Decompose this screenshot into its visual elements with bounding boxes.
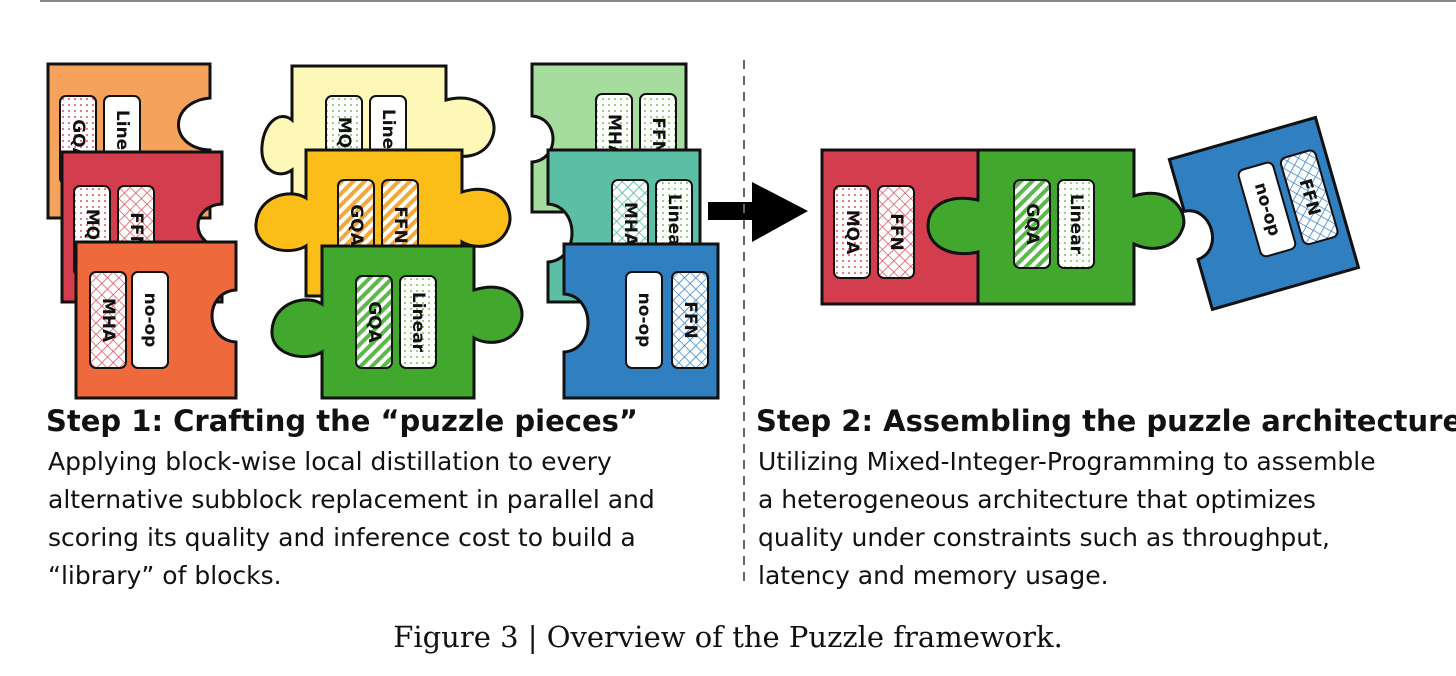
linear-subblock xyxy=(1057,179,1095,269)
assembled-green-gqa-linear: GQA Linear xyxy=(926,148,1186,306)
step2-desc-line: Utilizing Mixed-Integer-Programming to a… xyxy=(758,447,1376,476)
ffn-label: FFN xyxy=(648,117,668,154)
gqa-subblock xyxy=(1013,179,1051,269)
noop-subblock xyxy=(625,271,663,369)
ffn-label: FFN xyxy=(680,301,700,338)
top-rule xyxy=(40,0,1456,2)
gqa-subblock xyxy=(355,275,393,369)
linear-label: Linear xyxy=(408,292,428,353)
step1-description: Applying block-wise local distillation t… xyxy=(48,443,655,595)
ffn-label: FFN xyxy=(390,206,410,243)
floating-blue-noop-ffn: no-op FFN xyxy=(1167,115,1361,312)
piece-green-gqa-linear: GQA Linear xyxy=(270,244,524,400)
mha-label: MHA xyxy=(98,298,118,343)
step1-desc-line: scoring its quality and inference cost t… xyxy=(48,523,636,552)
noop-label: no-op xyxy=(140,293,160,348)
ffn-label: FFN xyxy=(126,212,146,249)
linear-subblock xyxy=(399,275,437,369)
step1-desc-line: alternative subblock replacement in para… xyxy=(48,485,655,514)
step2-desc-line: latency and memory usage. xyxy=(758,561,1109,590)
mha-subblock xyxy=(89,271,127,369)
right-arrow-icon xyxy=(708,182,808,242)
mha-label: MHA xyxy=(604,114,624,159)
mqa-subblock xyxy=(833,185,871,279)
figure-caption: Figure 3 | Overview of the Puzzle framew… xyxy=(393,620,1063,654)
linear-label: Linear xyxy=(1066,194,1086,255)
ffn-label: FFN xyxy=(886,213,906,250)
piece-blue-noop-ffn: no-op FFN xyxy=(562,242,720,400)
assembled-red-mqa-ffn: MQA FFN xyxy=(820,148,980,306)
noop-subblock xyxy=(1237,161,1297,258)
step2-description: Utilizing Mixed-Integer-Programming to a… xyxy=(758,443,1376,595)
noop-subblock xyxy=(131,271,169,369)
ffn-subblock xyxy=(671,271,709,369)
step1-desc-line: Applying block-wise local distillation t… xyxy=(48,447,612,476)
mqa-label: MQA xyxy=(842,210,862,255)
gqa-label: GQA xyxy=(364,301,384,343)
gqa-label: GQA xyxy=(1022,203,1042,245)
ffn-subblock xyxy=(877,185,915,279)
mha-label: MHA xyxy=(620,202,640,247)
ffn-subblock xyxy=(1279,149,1339,246)
noop-label: no-op xyxy=(634,293,654,348)
step1-desc-line: “library” of blocks. xyxy=(48,561,282,590)
gqa-label: GQA xyxy=(346,204,366,246)
step1-title: Step 1: Crafting the “puzzle pieces” xyxy=(46,404,638,438)
step2-title: Step 2: Assembling the puzzle architectu… xyxy=(756,404,1456,438)
linear-label: Linear xyxy=(664,194,684,255)
piece-orange-mha-noop: MHA no-op xyxy=(74,240,238,400)
step2-desc-line: quality under constraints such as throug… xyxy=(758,523,1330,552)
step2-desc-line: a heterogeneous architecture that optimi… xyxy=(758,485,1316,514)
